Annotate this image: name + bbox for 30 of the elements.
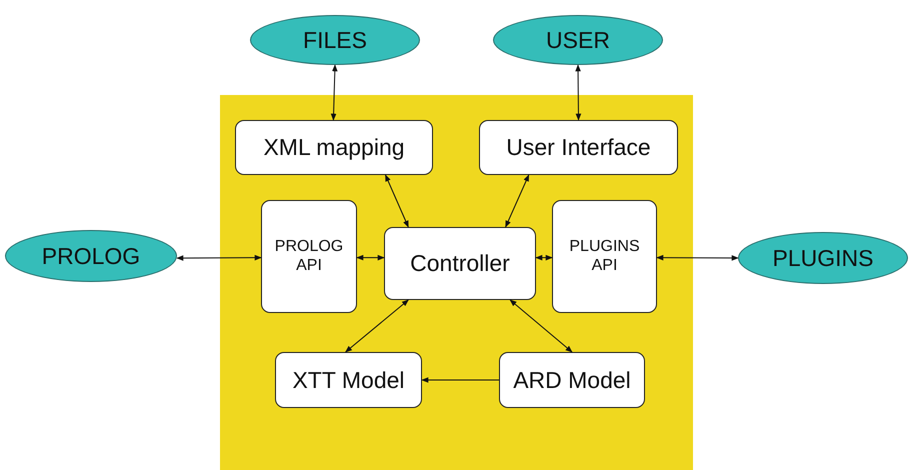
process-box bbox=[384, 227, 536, 300]
node-label: Controller bbox=[410, 250, 510, 277]
arrow bbox=[505, 174, 530, 228]
process-box bbox=[275, 352, 422, 408]
node-label: PLUGINS API bbox=[568, 238, 641, 275]
node-label: PROLOG bbox=[42, 242, 140, 270]
arrow bbox=[345, 300, 409, 352]
node-label: ARD Model bbox=[513, 366, 631, 394]
process-box bbox=[499, 352, 645, 408]
arrow bbox=[656, 254, 739, 261]
arrow bbox=[356, 254, 385, 260]
arrow bbox=[421, 377, 500, 383]
node-label: FILES bbox=[303, 26, 367, 54]
node-label: PROLOG API bbox=[274, 238, 344, 275]
process-box bbox=[479, 120, 678, 175]
node-label: PLUGINS bbox=[772, 244, 874, 272]
node-label: USER bbox=[546, 26, 610, 54]
arrow bbox=[176, 254, 262, 261]
node-label: User Interface bbox=[506, 134, 651, 161]
arrow bbox=[575, 64, 582, 121]
process-box bbox=[552, 200, 657, 313]
arrow bbox=[510, 300, 573, 352]
system-boundary bbox=[220, 95, 693, 470]
node-label: XTT Model bbox=[292, 366, 405, 394]
node-label: XML mapping bbox=[263, 134, 405, 161]
arrow bbox=[535, 254, 553, 260]
process-box bbox=[235, 120, 433, 175]
arrow bbox=[330, 64, 338, 121]
process-box bbox=[261, 200, 357, 313]
arrow bbox=[384, 174, 409, 228]
